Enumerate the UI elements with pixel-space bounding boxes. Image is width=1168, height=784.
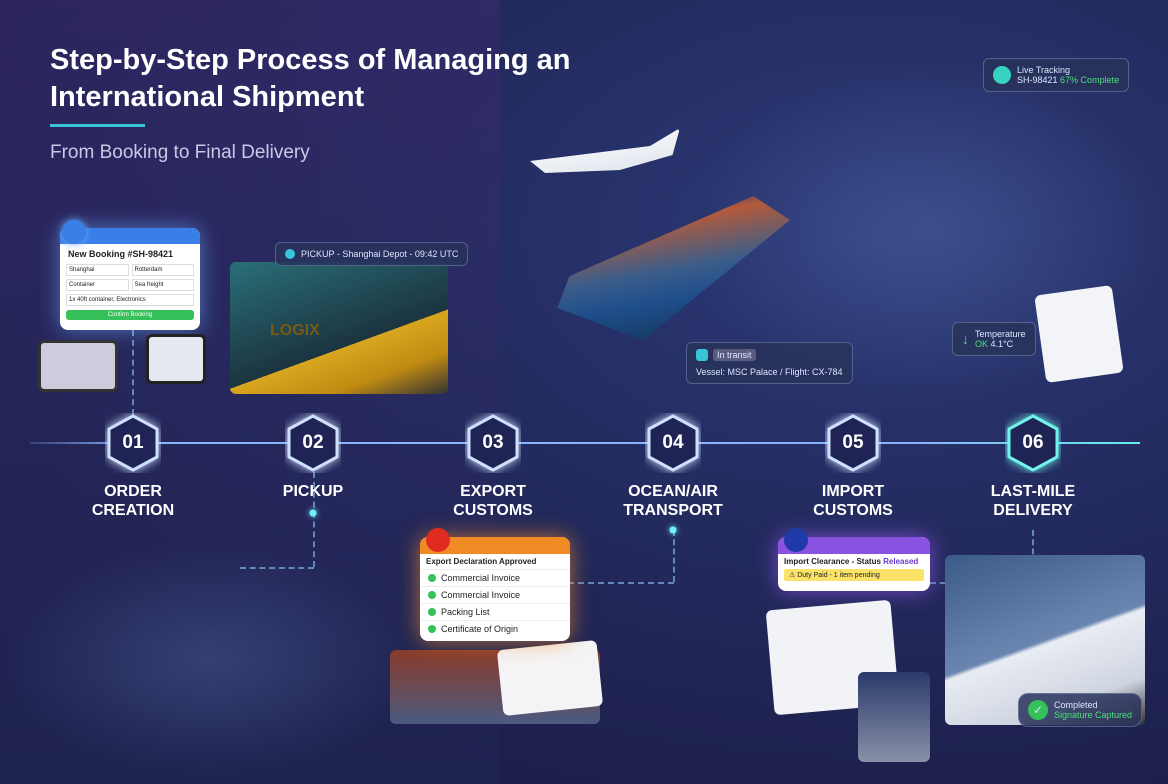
booking-card: New Booking #SH-98421 Shanghai Rotterdam… (60, 228, 200, 330)
check-circle-icon: ✓ (1028, 700, 1048, 720)
step-node-02: 02 (285, 413, 341, 473)
destination-field[interactable]: Rotterdam (131, 264, 194, 276)
connector-02-h (240, 567, 314, 569)
eu-flag-icon (784, 528, 808, 552)
checklist-label: Certificate of Origin (441, 624, 519, 634)
china-flag-icon (426, 528, 450, 552)
pickup-icon (285, 249, 295, 259)
title-underline (50, 124, 145, 127)
checklist-item: Packing List (420, 603, 570, 620)
transit-tag: In transit (713, 349, 756, 361)
page-title: Step-by-Step Process of Managing an Inte… (50, 44, 571, 113)
check-icon (428, 608, 436, 616)
step-node-05: 05 (825, 413, 881, 473)
tracking-icon (993, 66, 1011, 84)
step-number: 05 (842, 432, 864, 453)
mode-select[interactable]: Sea freight (131, 279, 194, 291)
connector-dot (309, 509, 317, 517)
thermometer-icon: ↓ (962, 331, 969, 347)
cargo-select[interactable]: 1x 40ft container, Electronics (66, 294, 194, 306)
truck-brand: LOGIX (270, 322, 320, 339)
transit-chip: In transit Vessel: MSC Palace / Flight: … (686, 342, 853, 384)
pickup-text: PICKUP - Shanghai Depot - 09:42 UTC (301, 249, 459, 259)
booking-title: New Booking #SH-98421 (68, 249, 174, 259)
tracking-title: Live Tracking (1017, 65, 1071, 75)
laptop-image (38, 340, 118, 392)
origin-field[interactable]: Shanghai (66, 264, 129, 276)
confirm-booking-button[interactable]: Confirm Booking (66, 310, 194, 320)
temperature-value: 4.1°C (990, 339, 1014, 349)
check-icon (428, 625, 436, 633)
hexagon-icon (467, 414, 519, 472)
export-card: Export Declaration Approved Commercial I… (420, 537, 570, 641)
step-node-06: 06 (1005, 413, 1061, 473)
customs-kiosk-image (858, 672, 930, 762)
delivery-title: Completed (1054, 700, 1098, 710)
step-number: 04 (662, 432, 684, 453)
timeline-line (30, 442, 1140, 444)
checklist-label: Packing List (441, 607, 490, 617)
booking-icon (62, 220, 86, 244)
step-node-01: 01 (105, 413, 161, 473)
temperature-status: OK (975, 339, 989, 349)
connector-01 (132, 330, 134, 415)
warning-icon: ⚠ (789, 572, 796, 579)
connector-02 (313, 472, 315, 567)
hexagon-icon (1007, 414, 1059, 472)
truck-photo: LOGIX (230, 262, 448, 394)
checklist-item: Commercial Invoice (420, 586, 570, 603)
airplane-image (530, 128, 680, 173)
step-label: PICKUP (282, 483, 344, 500)
tablet-image (146, 334, 206, 384)
step-number: 06 (1022, 432, 1044, 453)
temperature-title: Temperature (975, 329, 1026, 339)
tracking-id: SH-98421 (1017, 75, 1058, 85)
pickup-chip: PICKUP - Shanghai Depot - 09:42 UTC (275, 242, 469, 266)
connector-04-h (568, 582, 674, 584)
page-subtitle: From Booking to Final Delivery (50, 142, 310, 163)
world-map-bottom (0, 540, 420, 780)
checklist-item: Certificate of Origin (420, 620, 570, 637)
step-number: 02 (302, 432, 324, 453)
card-header (60, 228, 200, 244)
export-documents-image (496, 639, 604, 717)
step-node-03: 03 (465, 413, 521, 473)
checklist-label: Commercial Invoice (441, 590, 521, 600)
hexagon-icon (287, 414, 339, 472)
connector-04 (673, 530, 675, 582)
check-icon (428, 574, 436, 582)
tracking-progress: 67% Complete (1060, 75, 1120, 85)
hexagon-icon (827, 414, 879, 472)
checklist-label: Commercial Invoice (441, 573, 521, 583)
checklist-item: Commercial Invoice (420, 569, 570, 586)
card-header (420, 537, 570, 554)
step-number: 03 (482, 432, 504, 453)
hexagon-icon (107, 414, 159, 472)
import-title: Import Clearance - Status (784, 557, 881, 566)
documents-image (1034, 285, 1124, 383)
connector-dot (669, 526, 677, 534)
type-field[interactable]: Container (66, 279, 129, 291)
step-node-04: 04 (645, 413, 701, 473)
alert-text: Duty Paid - 1 item pending (797, 572, 880, 579)
card-header (778, 537, 930, 554)
import-status: Released (883, 557, 919, 566)
export-title: Export Declaration Approved (426, 557, 537, 566)
check-icon (428, 591, 436, 599)
transit-text: Vessel: MSC Palace / Flight: CX-784 (696, 367, 843, 377)
transit-icon (696, 349, 708, 361)
delivery-sub: Signature Captured (1054, 710, 1133, 720)
duty-alert: ⚠ Duty Paid - 1 item pending (784, 569, 924, 581)
step-number: 01 (122, 432, 144, 453)
hexagon-icon (647, 414, 699, 472)
